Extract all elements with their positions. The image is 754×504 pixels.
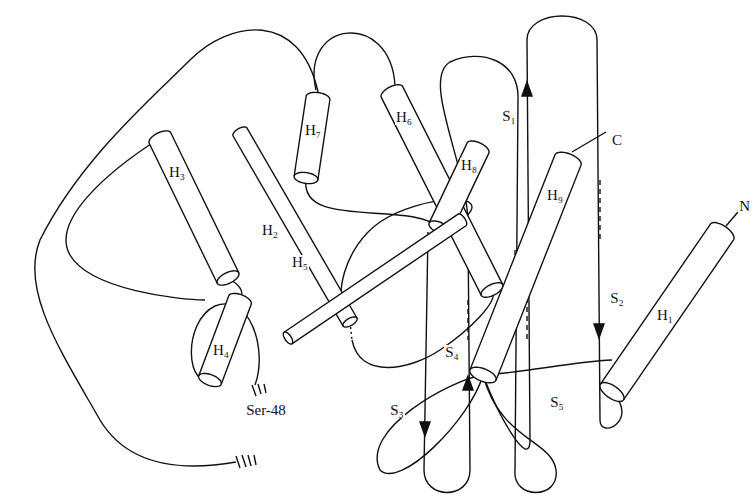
structure-label: S₃	[389, 403, 405, 418]
helix-end	[217, 271, 239, 283]
helix-body	[283, 214, 466, 344]
helix-end	[294, 172, 318, 179]
loop	[252, 384, 266, 396]
helix-body	[199, 293, 252, 386]
helix-cylinder	[600, 223, 734, 402]
helix-cylinder	[294, 92, 330, 183]
structure-label: S₁	[501, 109, 517, 124]
structure-label: S₄	[444, 345, 460, 360]
loop	[483, 375, 530, 449]
strand-hairpin	[424, 228, 470, 493]
structure-label: N	[738, 199, 751, 214]
arrowhead	[420, 422, 430, 436]
helix-cylinder	[283, 214, 466, 344]
structure-label: Ser-48	[245, 403, 287, 418]
structure-label: H₇	[304, 123, 322, 138]
helix-cylinder	[199, 293, 252, 386]
structure-label: H₅	[291, 255, 309, 270]
structure-label: H₂	[261, 223, 279, 238]
structure-label: H₃	[168, 165, 186, 180]
helix-end	[470, 367, 496, 380]
helix-cylinder	[149, 131, 239, 285]
loop	[726, 212, 738, 226]
loop	[236, 455, 256, 468]
structure-label: H₆	[395, 110, 413, 125]
helix-end	[284, 332, 293, 344]
loop	[352, 290, 493, 368]
arrowhead	[522, 82, 532, 96]
loop	[377, 375, 483, 474]
helix-end	[343, 317, 357, 326]
structure-label: H₄	[212, 343, 230, 358]
structure-label: S₅	[549, 395, 565, 410]
helix-body	[600, 223, 734, 402]
structure-label: C	[611, 133, 623, 148]
helix-body	[294, 92, 330, 183]
helix-end	[600, 383, 624, 400]
helix-body	[149, 131, 239, 285]
structure-label: S₂	[609, 291, 625, 306]
helix-cylinder	[470, 152, 581, 383]
helix-body	[470, 152, 581, 383]
structure-label: H₁	[656, 308, 674, 323]
loop	[314, 33, 395, 90]
structure-label: H₉	[546, 188, 564, 203]
arrowhead	[594, 324, 604, 338]
structure-label: H₈	[460, 158, 478, 173]
helix-end	[199, 373, 222, 384]
arrowhead	[463, 376, 473, 390]
loop	[35, 30, 318, 466]
loop	[572, 132, 606, 152]
